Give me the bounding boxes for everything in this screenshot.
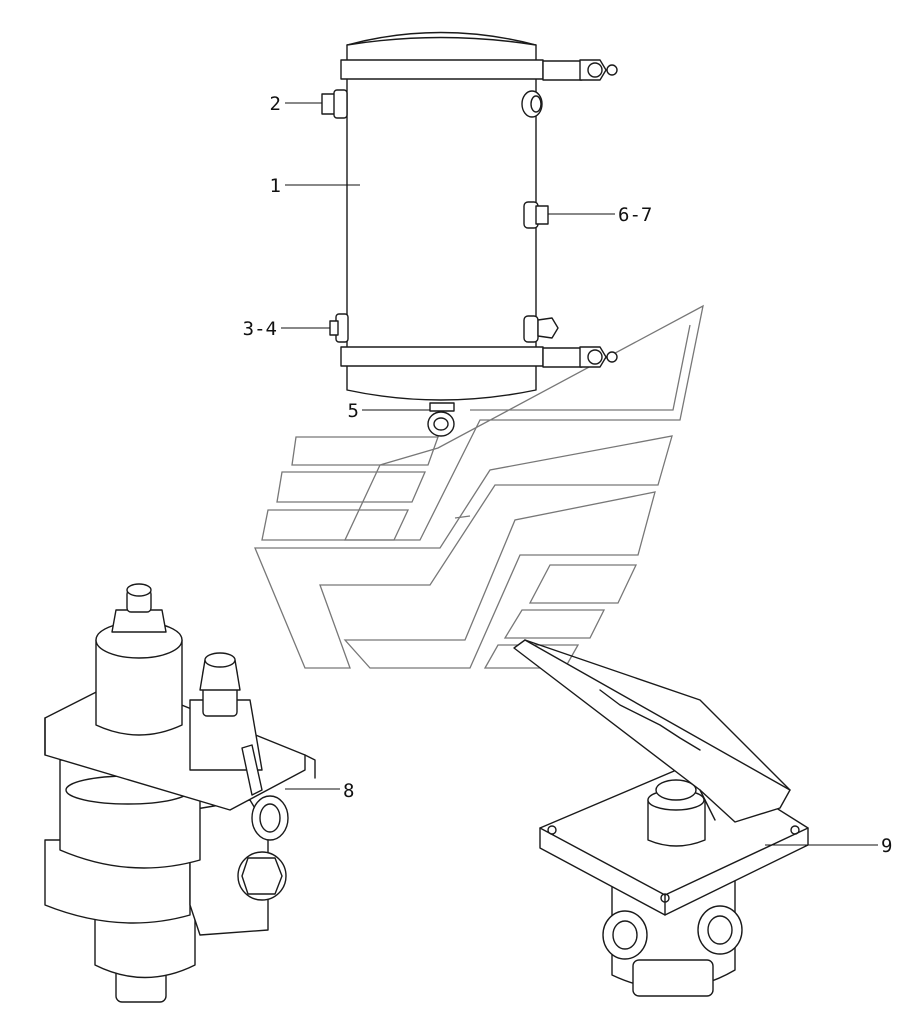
callout-6-7: 6-7 <box>618 204 652 226</box>
tank-strap-bottom <box>340 346 544 367</box>
callout-2: 2 <box>270 93 281 115</box>
callout-9: 9 <box>881 835 892 857</box>
callout-1: 1 <box>270 175 281 197</box>
watermark-logo <box>254 304 704 669</box>
top-fitting <box>321 89 348 119</box>
air-tank <box>321 31 618 437</box>
right-fittings <box>521 90 559 343</box>
drain-valve <box>427 402 455 437</box>
tank-strap-top <box>340 59 544 80</box>
brake-valve <box>44 583 316 1003</box>
callout-5: 5 <box>348 400 359 422</box>
callout-labels: 2 1 6-7 3-4 5 8 9 <box>243 93 893 857</box>
foot-brake-valve <box>513 639 809 997</box>
callout-8: 8 <box>343 780 354 802</box>
side-plug <box>329 313 349 343</box>
callout-3-4: 3-4 <box>243 318 277 340</box>
callout-leaders <box>281 102 878 846</box>
